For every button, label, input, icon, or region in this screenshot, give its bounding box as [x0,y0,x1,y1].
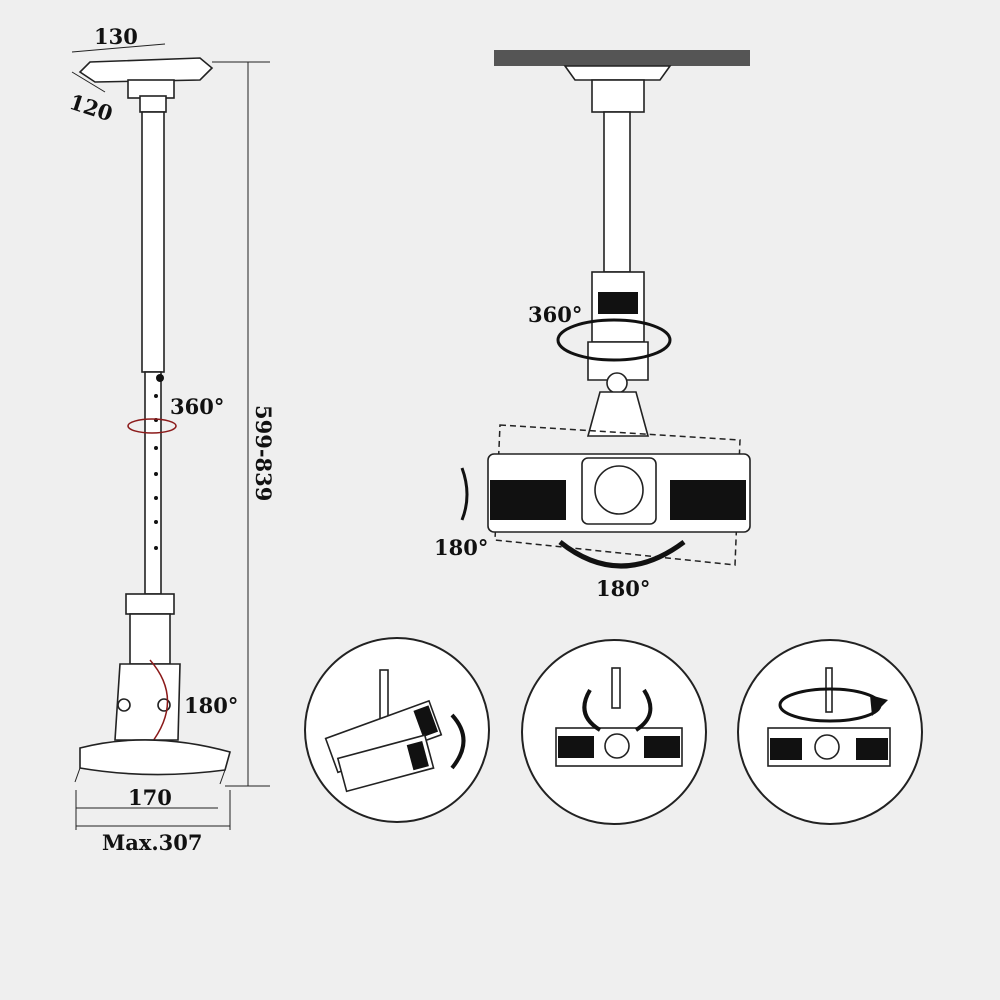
lens [594,465,644,515]
bracket-base [586,391,650,437]
rotation-label: 360° [170,394,224,419]
outer-tube [141,111,165,373]
top-collar [591,79,645,113]
projector-vent-right [670,480,746,520]
upper-collar [139,95,167,113]
tilt-label: 180° [184,693,238,718]
ceiling [494,50,750,66]
tilt-knob [606,372,628,394]
left-mount-drawing: 130 120 360° 599-839 180° 170 Max.307 [66,24,276,855]
max-width-label: Max.307 [102,830,203,855]
base-plate [79,739,231,776]
swivel-body [129,613,171,665]
dim-depth-label: 120 [66,89,115,126]
rotation-arrow-icon [556,318,672,362]
dim-width-label: 130 [94,24,138,49]
tube [603,111,631,273]
swivel-label: 180° [596,576,650,601]
ceiling-plate [563,65,672,81]
tilt-knob-left [117,698,131,712]
detail-tilt [304,637,490,823]
base-width-label: 170 [128,785,172,810]
ceiling-plate [78,57,214,83]
detail-rotate [737,639,923,825]
tilt-label: 180° [434,535,488,560]
rotation-label: 360° [528,302,582,327]
swivel-window [598,292,638,314]
tilt-arrow-icon [460,467,469,521]
projector-vent-left [490,480,566,520]
height-range-label: 599-839 [251,405,276,501]
tilt-arrow-icon [149,659,169,746]
inner-tube [144,371,162,595]
lower-collar [125,593,175,615]
rotation-arrow-icon [127,418,177,434]
swivel-arrow-icon [558,539,686,569]
right-mount-drawing: 360° 180° 180° [434,50,751,601]
detail-swivel [521,639,707,825]
lock-knob [156,374,164,382]
